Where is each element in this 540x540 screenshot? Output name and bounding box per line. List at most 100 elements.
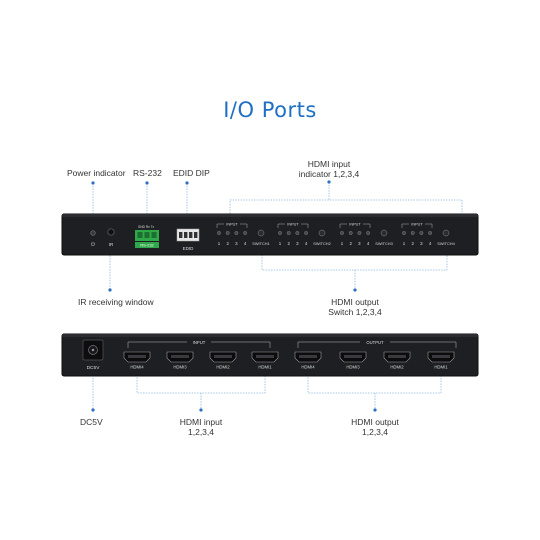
dc5v-callout: DC5V [80, 417, 103, 427]
input-indicator-header: INPUT [411, 222, 423, 226]
input-led-icon [366, 231, 370, 235]
callout-dot [185, 181, 189, 185]
rs232-label: RS-232 [140, 243, 154, 248]
hdmi-port-label: HDMI2 [390, 365, 404, 370]
input-led-icon [225, 231, 230, 235]
input-led-icon [348, 231, 353, 235]
output-switch-bracket [261, 252, 448, 271]
input-number-label: 1 [403, 241, 406, 246]
input-led-icon [278, 231, 282, 235]
input-number-label: 4 [244, 241, 247, 246]
callout-dot [373, 408, 377, 412]
hdmi-port-label: HDMI4 [301, 365, 315, 370]
dc5v-panel-label: DC5V [87, 365, 101, 371]
input-number-label: 2 [349, 241, 352, 246]
callout-dot [91, 181, 95, 185]
output-port-hdmi3[interactable]: HDMI3 [339, 351, 367, 370]
switch-label: SWITCH4 [437, 241, 455, 246]
hdmi-input-indicator-line1: HDMI input [307, 159, 351, 169]
input-number-label: 4 [429, 241, 432, 246]
input-number-label: 3 [296, 241, 299, 246]
power-indicator-callout: Power indicator [67, 168, 126, 178]
switch-button-2[interactable] [318, 229, 326, 237]
rear-input-header: INPUT [193, 340, 206, 345]
edid-label: EDID [183, 246, 195, 251]
hdmi-port-label: HDMI4 [130, 365, 144, 370]
input-led-icon [304, 231, 308, 235]
rear-hdmi-input-line2: 1,2,3,4 [188, 427, 214, 437]
input-indicator-header: INPUT [226, 222, 238, 226]
page-title: I/O Ports [223, 98, 317, 122]
callout-dot [108, 288, 112, 292]
input-led-icon [357, 231, 362, 235]
hdmi-input-indicator-callout: HDMI input indicator 1,2,3,4 [279, 159, 379, 179]
input-number-label: 1 [279, 241, 282, 246]
input-led-icon [286, 231, 291, 235]
input-number-label: 1 [218, 241, 221, 246]
switch-button-4[interactable] [442, 229, 450, 237]
input-number-label: 1 [341, 241, 344, 246]
hdmi-output-switch-line1: HDMI output [331, 297, 379, 307]
input-led-icon [410, 231, 415, 235]
rs232-callout: RS-232 [133, 168, 162, 178]
output-port-hdmi1[interactable]: HDMI1 [427, 351, 455, 370]
input-number-label: 3 [358, 241, 361, 246]
switch-label: SWITCH2 [313, 241, 331, 246]
hdmi-output-switch-line2: Switch 1,2,3,4 [328, 307, 382, 317]
output-port-hdmi4[interactable]: HDMI4 [294, 351, 322, 370]
input-led-icon [428, 231, 432, 235]
hdmi-port-label: HDMI2 [216, 365, 230, 370]
rs232-pin-labels: GND Rx Tx [138, 225, 155, 229]
rear-hdmi-output-line2: 1,2,3,4 [362, 427, 388, 437]
switch-button-1[interactable] [257, 229, 265, 237]
input-led-icon [402, 231, 406, 235]
input-indicator-bracket [229, 199, 463, 219]
hdmi-port-label: HDMI1 [434, 365, 448, 370]
hdmi-port-label: HDMI1 [258, 365, 272, 370]
output-port-hdmi2[interactable]: HDMI2 [383, 351, 411, 370]
rear-hdmi-input-callout: HDMI input 1,2,3,4 [151, 417, 251, 437]
callout-dot [145, 181, 149, 185]
switch-label: SWITCH3 [375, 241, 393, 246]
input-led-icon [217, 231, 221, 235]
hdmi-output-switch-callout: HDMI output Switch 1,2,3,4 [305, 297, 405, 317]
input-led-icon [340, 231, 344, 235]
ir-window-callout: IR receiving window [78, 297, 154, 307]
callout-dot [327, 180, 331, 184]
rear-hdmi-input-line1: HDMI input [179, 417, 223, 427]
input-port-hdmi4[interactable]: HDMI4 [123, 351, 151, 370]
input-led-icon [419, 231, 424, 235]
ir-label: IR [109, 242, 114, 247]
input-port-hdmi3[interactable]: HDMI3 [166, 351, 194, 370]
input-led-icon [234, 231, 239, 235]
switch-button-3[interactable] [380, 229, 388, 237]
input-number-label: 2 [287, 241, 290, 246]
edid-dip-switch [176, 228, 200, 242]
input-led-icon [243, 231, 248, 235]
switch-label: SWITCH1 [252, 241, 270, 246]
input-number-label: 4 [305, 241, 308, 246]
input-port-hdmi1[interactable]: HDMI1 [251, 351, 279, 370]
input-number-label: 2 [226, 241, 229, 246]
input-number-label: 3 [235, 241, 238, 246]
rear-output-bracket [307, 372, 442, 394]
ir-window-icon [107, 228, 115, 236]
input-led-icon [295, 231, 300, 235]
input-number-label: 3 [420, 241, 423, 246]
input-number-label: 4 [367, 241, 370, 246]
input-number-label: 2 [411, 241, 414, 246]
rear-hdmi-output-callout: HDMI output 1,2,3,4 [325, 417, 425, 437]
rear-output-header: OUTPUT [366, 340, 384, 345]
callout-dot [353, 288, 357, 292]
input-port-hdmi2[interactable]: HDMI2 [209, 351, 237, 370]
hdmi-port-label: HDMI3 [173, 365, 187, 370]
